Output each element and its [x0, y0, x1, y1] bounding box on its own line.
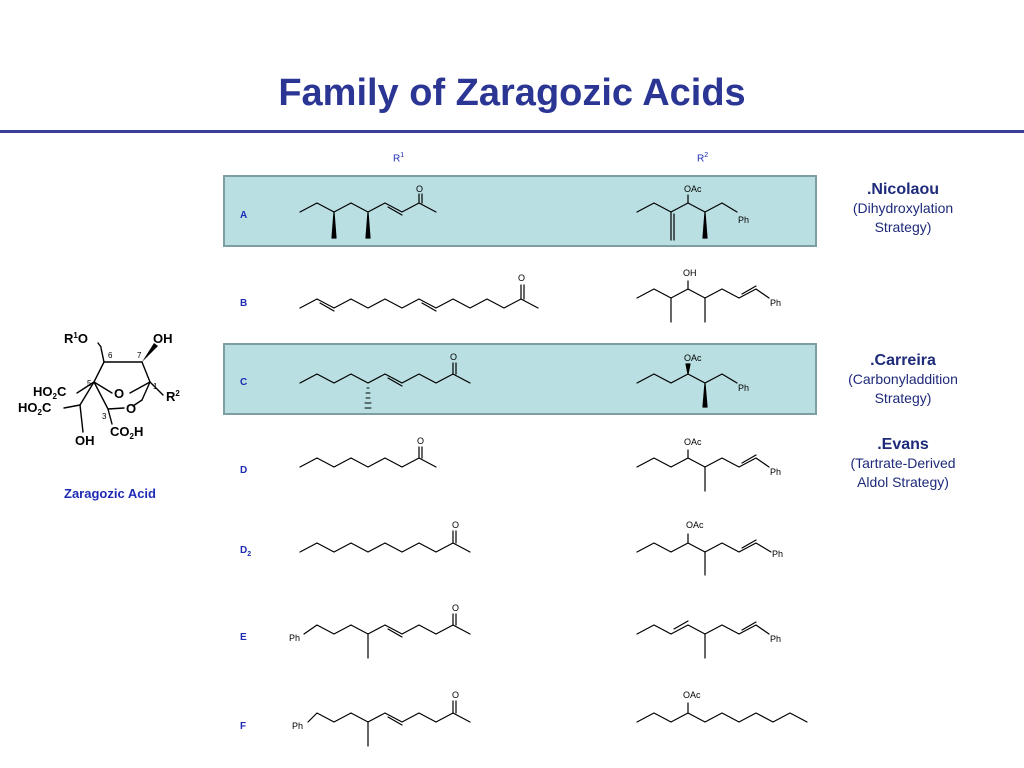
oh-bottom-label: OH — [75, 433, 95, 448]
co2h-label: CO2H — [110, 424, 143, 441]
atom-ph: Ph — [738, 383, 749, 393]
oh-top-label: OH — [153, 331, 173, 346]
atom-o: O — [450, 352, 457, 362]
structure-d2-r2: OAc Ph — [636, 520, 783, 576]
position-6: 6 — [108, 351, 113, 360]
structure-a-r2: OAc Ph — [636, 184, 749, 241]
atom-ph: Ph — [292, 721, 303, 731]
author-desc: Strategy) — [874, 390, 932, 406]
author-name: .Carreira — [870, 352, 936, 369]
atom-ph: Ph — [738, 215, 749, 225]
row-label-d: D — [240, 465, 248, 476]
author-desc: Aldol Strategy) — [857, 474, 949, 490]
row-label-d2: D2 — [240, 545, 252, 558]
atom-ph: Ph — [770, 298, 781, 308]
author-name: .Nicolaou — [866, 181, 939, 198]
atom-o: O — [417, 436, 424, 446]
structure-d2-r1: O — [299, 520, 471, 553]
atom-o: O — [416, 184, 423, 194]
structure-c-r2: OAc Ph — [636, 353, 749, 408]
atom-oac: OAc — [684, 184, 702, 194]
structure-e-r2: Ph — [636, 620, 781, 659]
structure-e-r1: Ph O — [289, 603, 471, 659]
structure-c-r1: O — [299, 352, 471, 409]
r1o-label: R1O — [64, 331, 88, 346]
position-1: 1 — [153, 382, 158, 391]
row-label-e: E — [240, 632, 247, 643]
atom-oac: OAc — [686, 520, 704, 530]
atom-ph: Ph — [770, 467, 781, 477]
ring-oxygen-2: O — [126, 401, 136, 416]
structure-f-r2: OAc — [636, 690, 808, 723]
atom-oh: OH — [683, 268, 697, 278]
structure-b-r1: O — [299, 273, 539, 312]
author-nicolaou: .Nicolaou (Dihydroxylation Strategy) — [828, 181, 978, 237]
atom-o: O — [452, 520, 459, 530]
row-label-a: A — [240, 210, 248, 221]
structure-d-r1: O — [299, 436, 437, 468]
author-name: .Evans — [877, 436, 929, 453]
author-desc: Strategy) — [874, 219, 932, 235]
highlight-band-a — [223, 175, 817, 247]
highlight-band-c — [223, 343, 817, 415]
atom-o: O — [452, 690, 459, 700]
r2-label: R2 — [166, 389, 180, 404]
author-desc: (Tartrate-Derived — [850, 455, 956, 471]
atom-ph: Ph — [772, 549, 783, 559]
position-3: 3 — [102, 412, 107, 421]
atom-ph: Ph — [770, 634, 781, 644]
author-carreira: .Carreira (Carbonyladdition Strategy) — [828, 352, 978, 408]
atom-oac: OAc — [684, 353, 702, 363]
position-7: 7 — [137, 351, 142, 360]
column-header-r2: R2 — [697, 152, 709, 165]
ho2c-bottom-label: HO2C — [18, 400, 52, 417]
structure-f-r1: Ph O — [292, 690, 471, 747]
column-header-r1: R1 — [393, 152, 405, 165]
zaragozic-acid-core: R1O OH O O R2 HO2C HO2C OH CO2H 6 7 5 1 … — [18, 331, 180, 448]
page-title: Family of Zaragozic Acids — [278, 72, 746, 114]
atom-o: O — [518, 273, 525, 283]
ring-oxygen-1: O — [114, 386, 124, 401]
author-evans: .Evans (Tartrate-Derived Aldol Strategy) — [828, 436, 978, 492]
row-label-c: C — [240, 377, 248, 388]
author-desc: (Dihydroxylation — [852, 200, 954, 216]
title-divider — [0, 130, 1024, 133]
structure-a-r1: O — [299, 184, 437, 239]
structure-b-r2: OH Ph — [636, 268, 781, 323]
structure-d-r2: OAc Ph — [636, 437, 781, 492]
zaragozic-acid-label: Zaragozic Acid — [64, 486, 156, 501]
atom-ph: Ph — [289, 633, 300, 643]
row-label-f: F — [240, 721, 247, 732]
ho2c-top-label: HO2C — [33, 384, 67, 401]
row-label-b: B — [240, 298, 248, 309]
author-desc: (Carbonyladdition — [848, 371, 958, 387]
atom-o: O — [452, 603, 459, 613]
position-5: 5 — [87, 379, 92, 388]
atom-oac: OAc — [684, 437, 702, 447]
atom-oac: OAc — [683, 690, 701, 700]
